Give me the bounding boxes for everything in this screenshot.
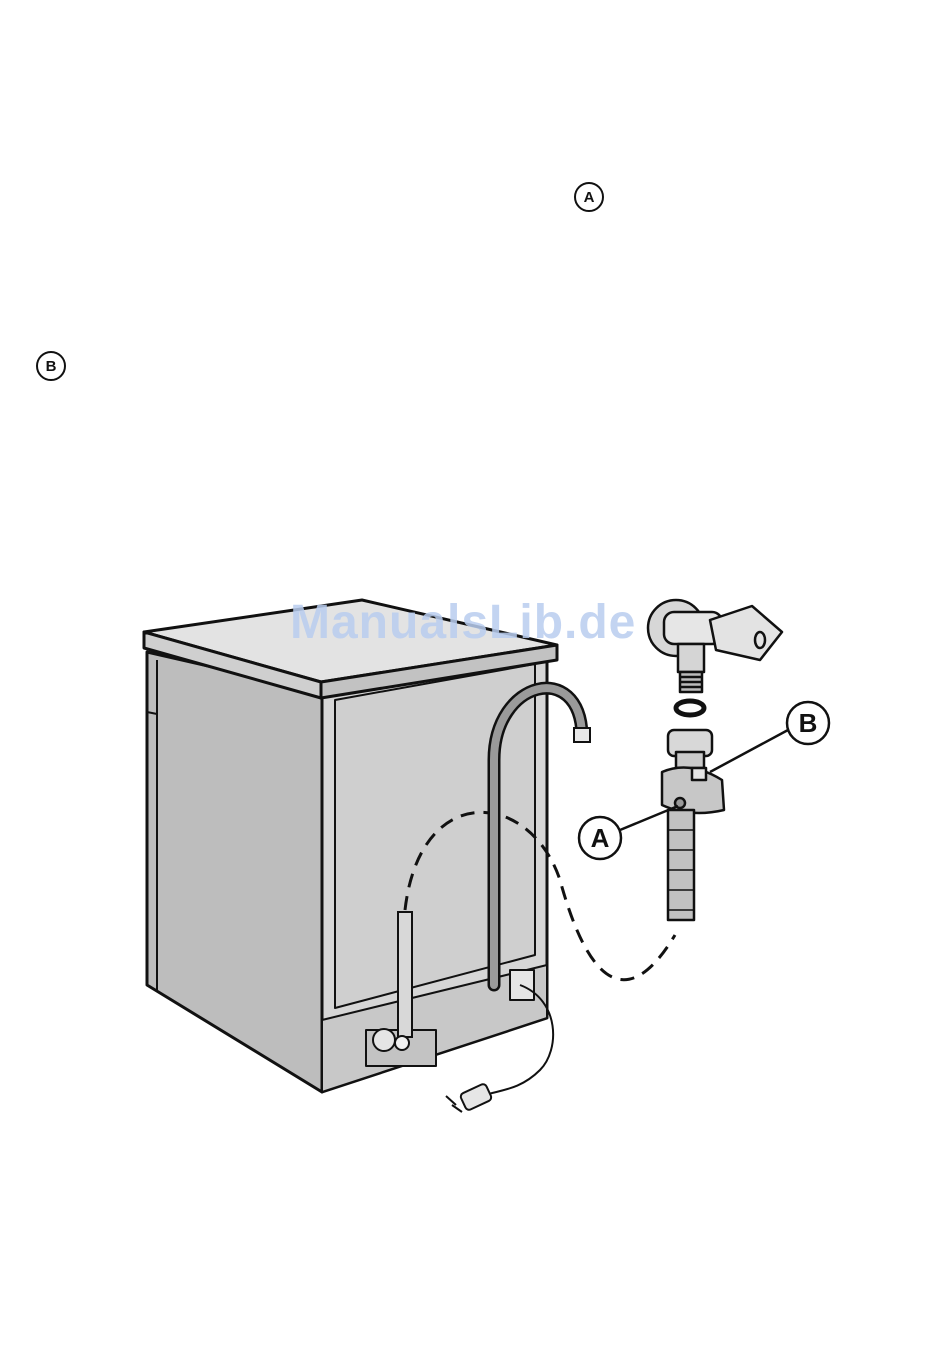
callout-a-label: A: [591, 823, 610, 853]
inlet-hose: [398, 912, 412, 1037]
callout-b: B: [787, 702, 829, 744]
hose-connector-icon: [662, 730, 724, 920]
callout-a: A: [579, 817, 621, 859]
sealing-washer: [676, 701, 704, 715]
water-tap-icon: [648, 600, 782, 692]
power-plug-icon: [446, 1083, 492, 1112]
cabinet-left-side: [147, 652, 322, 1092]
callout-b-label: B: [799, 708, 818, 738]
watermark: ManualsLib.de: [290, 595, 636, 650]
